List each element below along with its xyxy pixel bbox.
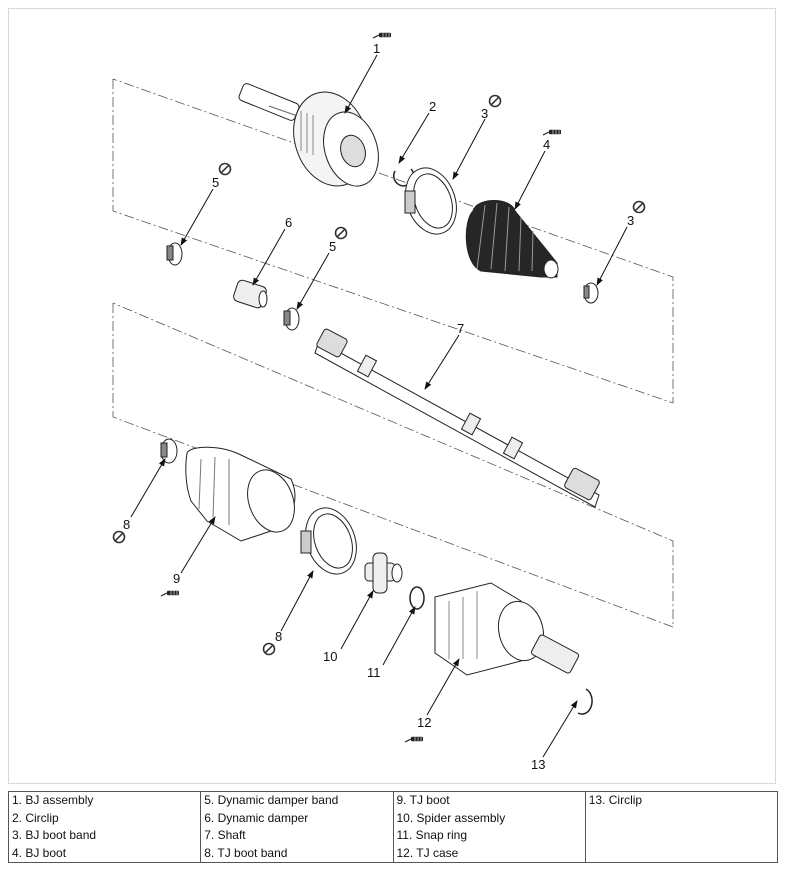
bj-boot-part	[465, 200, 559, 279]
legend-column-3: 9. TJ boot 10. Spider assembly 11. Snap …	[392, 791, 586, 863]
callout-12: 12	[417, 715, 431, 730]
legend-item: 2. Circlip	[12, 810, 59, 825]
legend-item: 11. Snap ring	[396, 828, 468, 842]
callout-11: 11	[367, 665, 381, 680]
do-not-reuse-icon	[334, 226, 348, 240]
do-not-reuse-icon	[262, 642, 276, 656]
callout-8-lower: 8	[275, 629, 282, 644]
grease-icon	[372, 32, 392, 39]
legend-item: 8. TJ boot band	[204, 845, 288, 860]
grease-icon	[542, 129, 562, 136]
dynamic-damper-band-part-left	[166, 242, 183, 266]
dynamic-damper-band-part-right	[283, 307, 300, 331]
callout-labels: 1 2 3 4 3 5 6 5 7 8 9 8 10 11 12 13	[123, 41, 634, 772]
tj-boot-band-part-large	[300, 507, 357, 575]
callout-6: 6	[285, 215, 292, 230]
legend-item: 7. Shaft	[204, 828, 246, 842]
tj-boot-part	[185, 446, 296, 542]
lower-plane-outline	[112, 302, 674, 628]
diagram-canvas: 1 2 3 4 3 5 6 5 7 8 9 8 10 11 12 13	[112, 32, 674, 772]
bj-boot-band-part-small	[583, 282, 599, 304]
tj-case-part	[434, 582, 580, 676]
exploded-diagram: 1 2 3 4 3 5 6 5 7 8 9 8 10 11 12 13	[8, 8, 776, 784]
callout-1: 1	[373, 41, 380, 56]
legend-item: 13. Circlip	[588, 793, 643, 807]
do-not-reuse-icon	[488, 94, 502, 108]
legend-item: 10. Spider assembly	[396, 810, 506, 825]
upper-plane-outline	[112, 78, 674, 404]
parts-legend-table: 1. BJ assembly 2. Circlip 3. BJ boot ban…	[7, 791, 779, 863]
legend-column-2: 5. Dynamic damper band 6. Dynamic damper…	[200, 791, 394, 863]
callout-3-right: 3	[627, 213, 634, 228]
legend-item: 6. Dynamic damper	[204, 810, 309, 825]
callout-5-left: 5	[212, 175, 219, 190]
callout-2: 2	[429, 99, 436, 114]
callout-3-upper: 3	[481, 106, 488, 121]
leader-lines	[130, 54, 628, 758]
do-not-reuse-icon	[112, 530, 126, 544]
legend-column-4: 13. Circlip	[584, 791, 779, 863]
legend-row: 1. BJ assembly 2. Circlip 3. BJ boot ban…	[7, 791, 779, 863]
snap-ring-part	[409, 586, 425, 610]
callout-7: 7	[457, 321, 464, 336]
legend-item: 3. BJ boot band	[12, 828, 97, 842]
legend-item: 12. TJ case	[396, 845, 459, 860]
grease-icon	[160, 590, 180, 597]
bj-boot-band-part	[404, 167, 457, 235]
callout-8-upper: 8	[123, 517, 130, 532]
tj-boot-band-part-small	[160, 438, 178, 464]
bj-assembly-part	[238, 83, 379, 187]
legend-item: 1. BJ assembly	[12, 793, 94, 807]
callout-9: 9	[173, 571, 180, 586]
circlip-part-tj	[577, 688, 593, 715]
do-not-reuse-icon	[632, 200, 646, 214]
legend-item: 5. Dynamic damper band	[204, 793, 339, 807]
shaft-part	[314, 328, 600, 508]
do-not-reuse-icon	[218, 162, 232, 176]
legend-column-1: 1. BJ assembly 2. Circlip 3. BJ boot ban…	[7, 791, 202, 863]
callout-10: 10	[323, 649, 337, 664]
callout-13: 13	[531, 757, 545, 772]
dynamic-damper-part	[233, 279, 268, 309]
grease-icon	[404, 736, 424, 743]
legend-item: 9. TJ boot	[396, 793, 450, 807]
callout-5-right: 5	[329, 239, 336, 254]
spider-assembly-part	[364, 552, 403, 594]
legend-item: 4. BJ boot	[12, 845, 67, 860]
callout-4: 4	[543, 137, 550, 152]
